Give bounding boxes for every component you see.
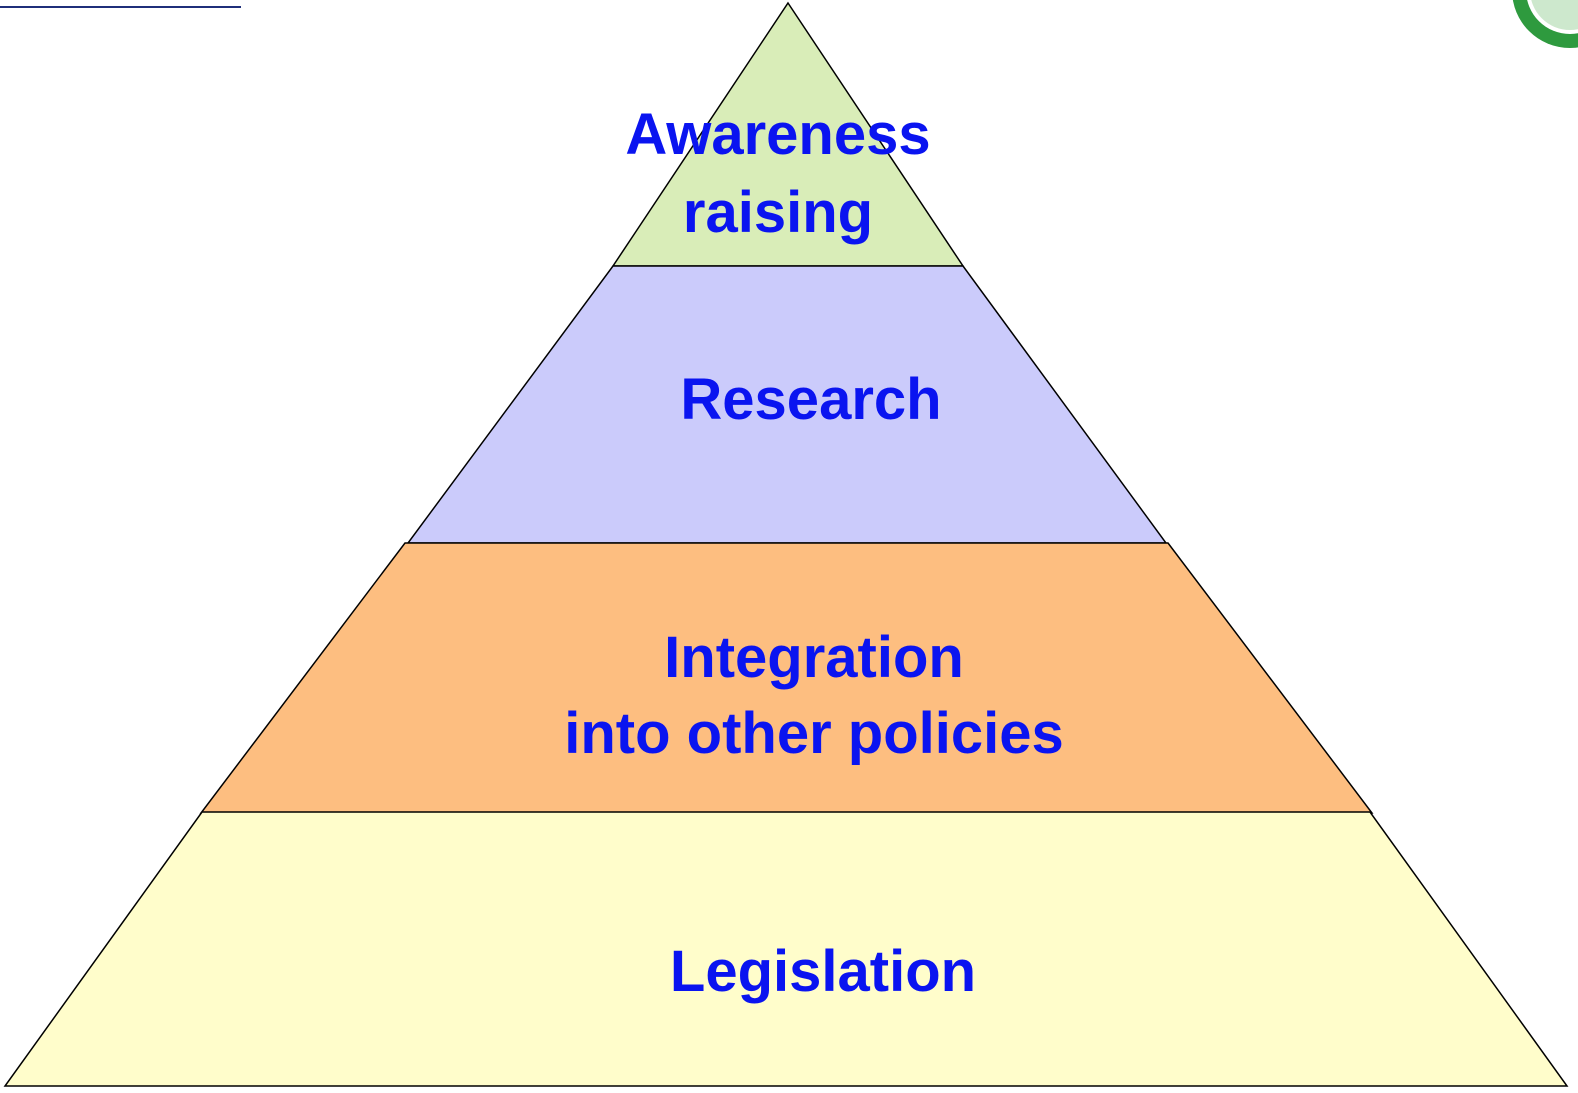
- tier-label-line: into other policies: [564, 701, 1064, 766]
- tier-integration-shape: [199, 542, 1374, 814]
- tier-label-research: Research: [611, 362, 1011, 438]
- tier-label-line: raising: [682, 180, 874, 245]
- header-rule: [0, 6, 241, 8]
- tier-label-awareness: Awareness raising: [578, 96, 978, 252]
- tier-legislation-shape: [3, 811, 1569, 1087]
- tier-label-line: Research: [680, 367, 942, 432]
- emblem-logo-fragment: [1512, 0, 1578, 48]
- tier-label-line: Integration: [664, 625, 964, 690]
- tier-label-line: Legislation: [669, 939, 977, 1004]
- emblem-center: [1531, 0, 1578, 30]
- tier-label-line: Awareness: [625, 102, 931, 167]
- tier-label-legislation: Legislation: [623, 934, 1023, 1010]
- tier-label-integration: Integration into other policies: [514, 620, 1114, 772]
